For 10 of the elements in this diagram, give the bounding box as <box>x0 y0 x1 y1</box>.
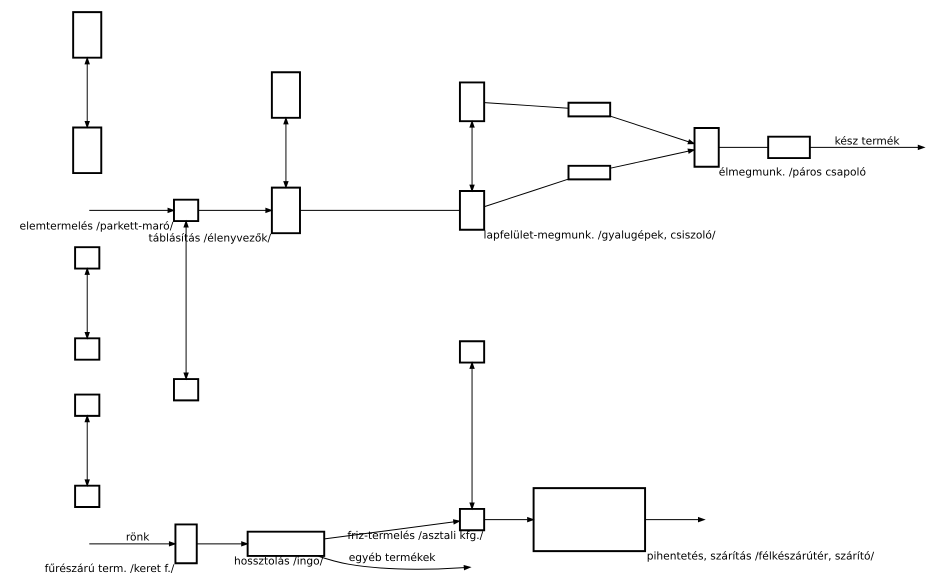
node-label: lapfelület-megmunk. /gyalugépek, csiszoló/ <box>484 228 716 242</box>
node-label: pihentetés, szárítás /félkészárútér, szárító/ <box>646 550 874 563</box>
edge-label: egyéb termékek <box>348 551 436 564</box>
node-label: hossztolás /ingo/ <box>234 554 324 568</box>
node-label: fűrészárú term. /keret f./ <box>44 562 174 575</box>
edge-label: kész termék <box>834 134 900 148</box>
edge-label: rönk <box>126 530 150 544</box>
node-label: élmegmunk. /páros csapoló <box>718 165 866 178</box>
node-label: friz-termelés /asztali kfg./ <box>347 528 484 542</box>
node-label: elemtermelés /parkett-maró/ <box>20 220 174 233</box>
